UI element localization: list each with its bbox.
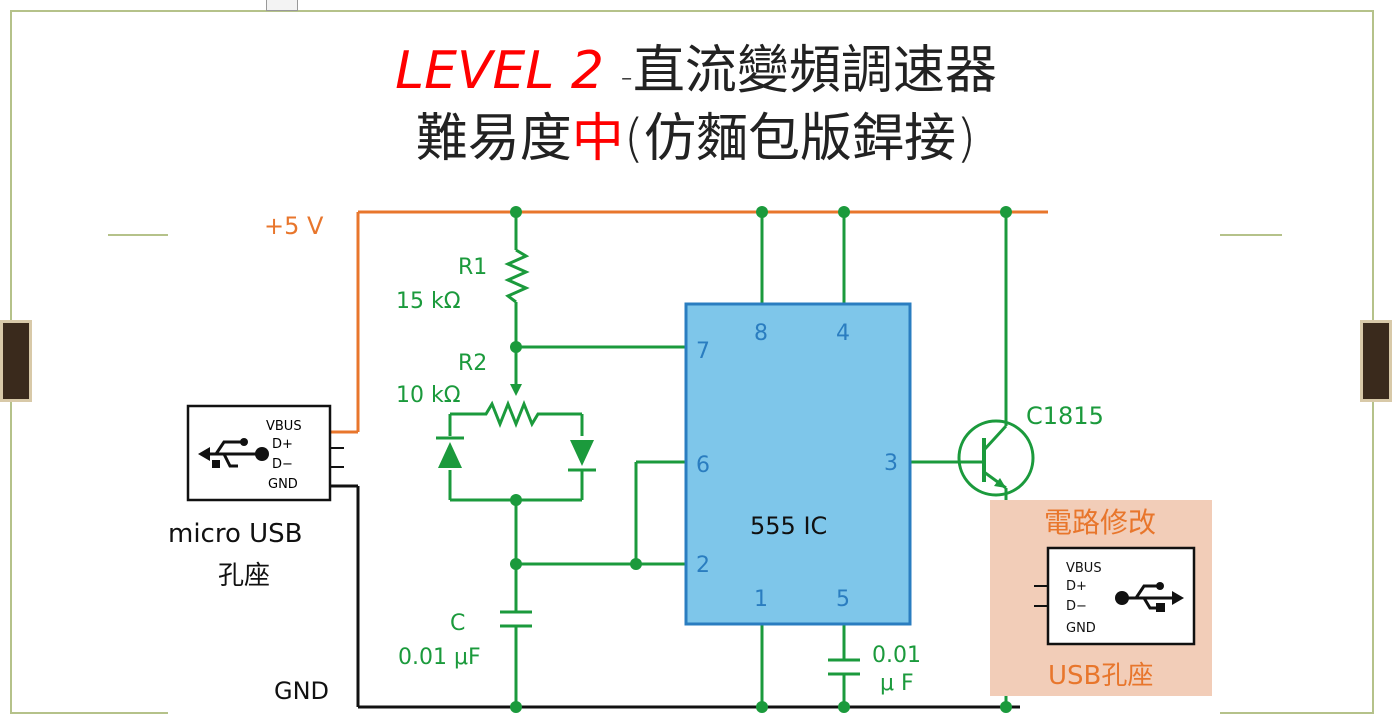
deco-line-left [108, 234, 168, 236]
usb-in-dp: D+ [272, 437, 293, 452]
pin-5-label: 5 [836, 587, 850, 612]
resize-handle[interactable] [266, 0, 298, 11]
c-value: 0.01 μF [398, 645, 481, 670]
gnd-label: GND [274, 677, 329, 705]
title-line-2: 難易度中(仿麵包版銲接) [0, 96, 1392, 171]
pin-4-label: 4 [836, 321, 850, 346]
level-label: LEVEL 2 [395, 41, 604, 101]
transistor-label: C1815 [1026, 402, 1104, 430]
usb-out-vbus: VBUS [1066, 561, 1102, 576]
side-tab-left [0, 320, 32, 402]
difficulty-level: 中 [571, 109, 624, 169]
c2-value-line-2: μ F [880, 671, 914, 696]
gnd-rail [330, 484, 1020, 709]
usb-out-dp: D+ [1066, 579, 1087, 594]
usb-symbol-icon [1115, 582, 1184, 612]
ic-label: 555 IC [750, 512, 827, 540]
pin-6-label: 6 [696, 453, 710, 478]
r1-name: R1 [458, 255, 487, 280]
pin-3-label: 3 [884, 451, 898, 476]
usb-out-dm: D− [1066, 599, 1087, 614]
difficulty-prefix: 難易度 [415, 109, 572, 169]
transistor-c1815 [957, 419, 1035, 497]
pin-2-label: 2 [696, 553, 710, 578]
usb-in-label-2: 孔座 [218, 561, 270, 591]
diode-right [568, 440, 596, 472]
r2-value: 10 kΩ [396, 383, 461, 408]
title-dash: - [620, 57, 633, 97]
pin-1-label: 1 [754, 587, 768, 612]
modification-box: 電路修改 VBUS D+ D− GND USB孔座 [990, 500, 1212, 696]
vcc-rail [330, 210, 1048, 434]
usb-in-dm: D− [272, 457, 293, 472]
diode-left [436, 436, 464, 468]
usb-out-gnd: GND [1066, 621, 1096, 636]
ic-555-body [684, 302, 912, 626]
schematic-svg: +5 V GND VBUS D+ D− GND micro USB 孔座 [168, 206, 1212, 713]
vcc-label: +5 V [264, 212, 324, 240]
micro-usb-connector: VBUS D+ D− GND [186, 404, 344, 502]
deco-line-right [1220, 234, 1282, 236]
difficulty-suffix: (仿麵包版銲接) [623, 109, 977, 169]
junction-dots [510, 206, 1012, 713]
c2-value-line-1: 0.01 [872, 643, 921, 668]
pin-7-label: 7 [696, 339, 710, 364]
mod-usb-label: USB孔座 [1048, 661, 1153, 691]
usb-in-label-1: micro USB [168, 519, 303, 549]
title-main: 直流變頻調速器 [632, 41, 997, 101]
title-line-1: LEVEL 2 -直流變頻調速器 [0, 28, 1392, 103]
side-tab-right [1360, 320, 1392, 402]
r2-name: R2 [458, 351, 487, 376]
usb-in-vbus: VBUS [266, 419, 302, 434]
usb-in-gnd: GND [268, 477, 298, 492]
c-name: C [450, 611, 465, 636]
r1-value: 15 kΩ [396, 289, 461, 314]
usb-symbol-icon [198, 438, 269, 468]
pin-8-label: 8 [754, 321, 768, 346]
mod-title: 電路修改 [1044, 506, 1156, 539]
circuit-diagram: +5 V GND VBUS D+ D− GND micro USB 孔座 [168, 192, 1220, 721]
